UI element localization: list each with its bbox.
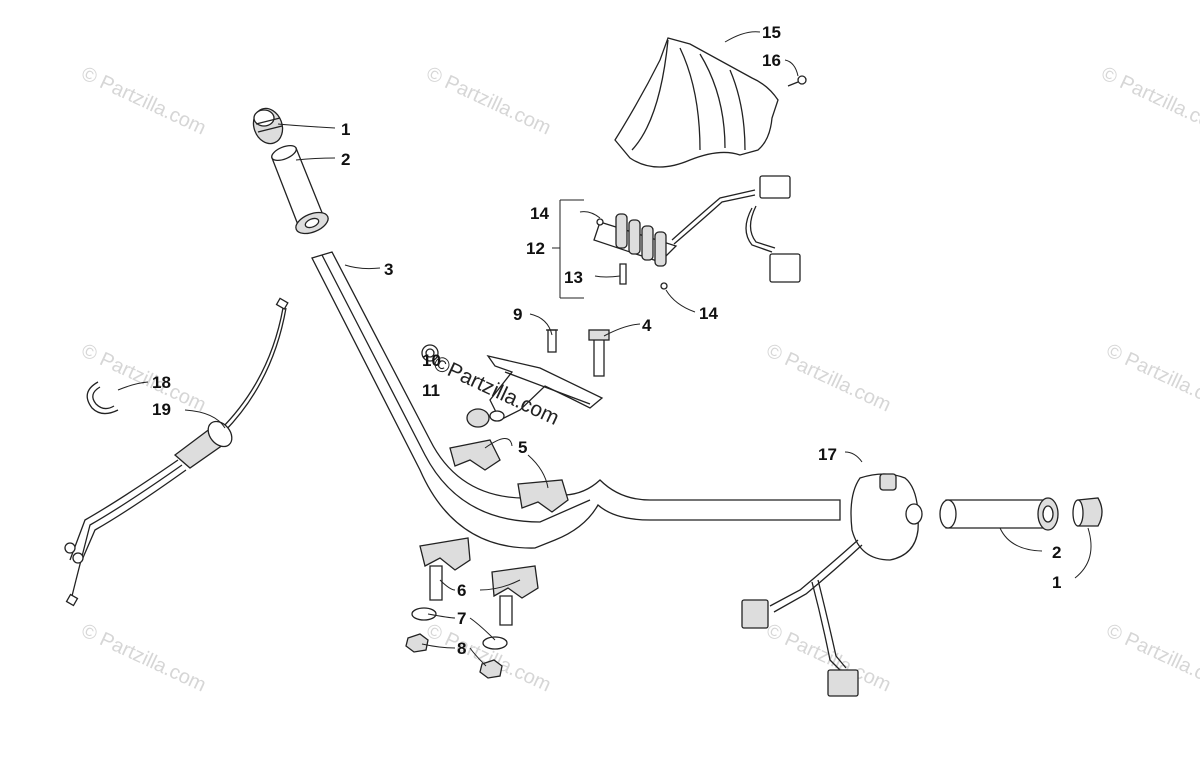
washer [411, 607, 508, 650]
watermark: © Partzilla.com [78, 620, 209, 697]
callout-18: 18 [152, 373, 171, 392]
handlebar [311, 251, 841, 549]
callout-1: 1 [341, 120, 350, 139]
callout-9: 9 [513, 305, 522, 324]
watermark: © Partzilla.com [763, 340, 894, 417]
callout-13: 13 [564, 268, 583, 287]
clamp-ring [86, 381, 119, 415]
callout-14-bottom: 14 [699, 304, 718, 323]
callout-2-right: 2 [1052, 543, 1061, 562]
callout-15: 15 [762, 23, 781, 42]
callout-6: 6 [457, 581, 466, 600]
bracket-bolt-long [588, 329, 610, 377]
watermark: © Partzilla.com [78, 63, 209, 140]
watermark: © Partzilla.com [1098, 63, 1200, 140]
lower-clamp [419, 537, 539, 626]
leader-lines [117, 31, 1092, 667]
callout-7: 7 [457, 609, 466, 628]
callout-16: 16 [762, 51, 781, 70]
callout-12: 12 [526, 239, 545, 258]
watermark: © Partzilla.com [423, 620, 554, 697]
nut [405, 633, 503, 679]
callout-labels: 1 2 3 4 5 6 7 8 9 10 11 12 13 14 14 15 1… [152, 23, 1061, 658]
callout-5: 5 [518, 438, 527, 457]
callout-8: 8 [457, 639, 466, 658]
grip-end-left [252, 107, 284, 145]
throttle-cable [64, 297, 289, 607]
callout-2: 2 [341, 150, 350, 169]
bushing [421, 344, 505, 428]
handlebar-bracket [486, 354, 604, 421]
callout-17: 17 [818, 445, 837, 464]
callout-11: 11 [422, 381, 440, 400]
callout-19: 19 [152, 400, 171, 419]
cover-screw [787, 75, 807, 87]
callout-3: 3 [384, 260, 393, 279]
callout-1-right: 1 [1052, 573, 1061, 592]
grip-end-right [1072, 497, 1103, 527]
grip-left [271, 144, 329, 235]
callout-4: 4 [642, 316, 652, 335]
right-switch-housing [741, 473, 923, 697]
watermark: © Partzilla.com [423, 63, 554, 140]
watermark: © Partzilla.com [1103, 620, 1200, 697]
grip-right [939, 497, 1059, 531]
bracket-bolt-short [546, 329, 558, 353]
upper-clamp [449, 439, 569, 513]
watermark: © Partzilla.com [1103, 340, 1200, 417]
callout-14-top: 14 [530, 204, 549, 223]
callout-10: 10 [422, 351, 441, 370]
switch-assembly [593, 175, 801, 290]
headlight-cover [614, 37, 779, 168]
